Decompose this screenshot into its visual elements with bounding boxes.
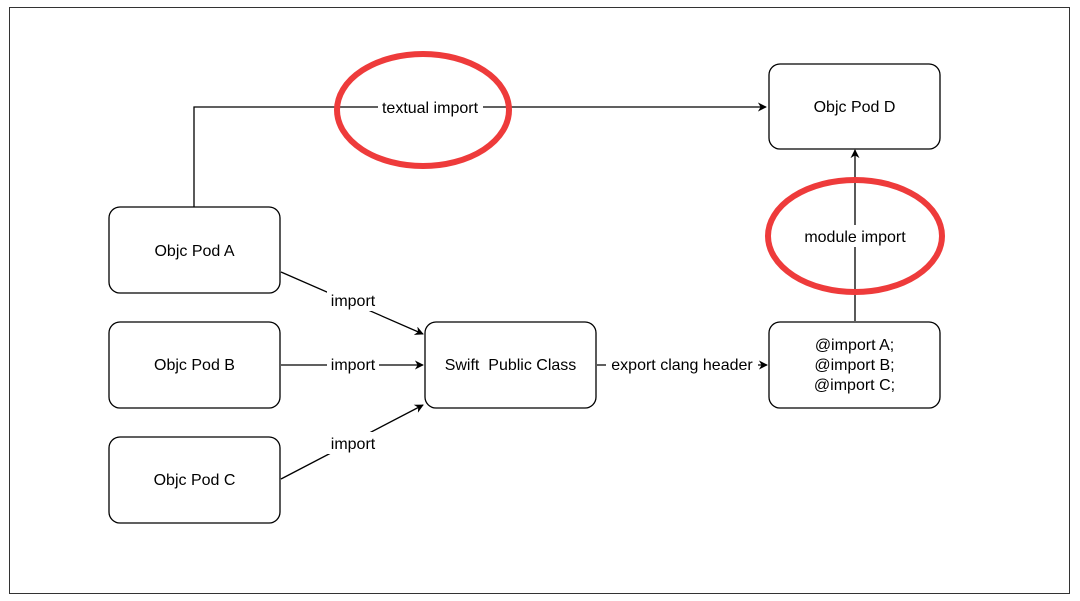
node-objc-pod-b[interactable]: Objc Pod B bbox=[108, 321, 281, 409]
node-label: Swift Public Class bbox=[445, 357, 577, 374]
edge-label-export-clang-header: export clang header bbox=[611, 357, 753, 374]
edge-label-module-import: module import bbox=[804, 229, 906, 246]
edge-a-to-d bbox=[193, 102, 767, 207]
node-swift-public-class[interactable]: Swift Public Class bbox=[424, 321, 597, 409]
highlight-ellipse-textual-import bbox=[334, 51, 512, 169]
diagram-frame bbox=[9, 7, 1070, 594]
edge-label-bg-a-to-swift bbox=[327, 289, 379, 311]
node-label-line-3: @import C; bbox=[814, 377, 895, 394]
edge-label-bg-header-to-d bbox=[800, 225, 910, 247]
node-objc-pod-c[interactable]: Objc Pod C bbox=[108, 436, 281, 524]
node-label: Objc Pod D bbox=[814, 99, 896, 116]
edge-label-bg-swift-to-header bbox=[606, 353, 758, 375]
edge-label-bg-b-to-swift bbox=[327, 353, 379, 375]
node-label: Objc Pod A bbox=[154, 243, 234, 260]
node-label: Objc Pod C bbox=[154, 472, 236, 489]
node-label-line-2: @import B; bbox=[814, 357, 894, 374]
node-label-line-1: @import A; bbox=[815, 337, 894, 354]
edge-label-import-b: import bbox=[331, 357, 376, 374]
node-objc-pod-d[interactable]: Objc Pod D bbox=[768, 63, 941, 150]
highlight-ellipse-module-import bbox=[765, 177, 945, 295]
node-label: Objc Pod B bbox=[154, 357, 235, 374]
node-objc-pod-a[interactable]: Objc Pod A bbox=[108, 206, 281, 294]
node-import-header[interactable]: @import A; @import B; @import C; bbox=[768, 321, 941, 409]
edge-label-bg-c-to-swift bbox=[327, 432, 379, 454]
edge-label-import-a: import bbox=[331, 293, 376, 310]
edge-label-textual-import: textual import bbox=[382, 100, 479, 117]
edge-label-import-c: import bbox=[331, 436, 376, 453]
edge-label-bg-a-to-d bbox=[378, 96, 483, 118]
